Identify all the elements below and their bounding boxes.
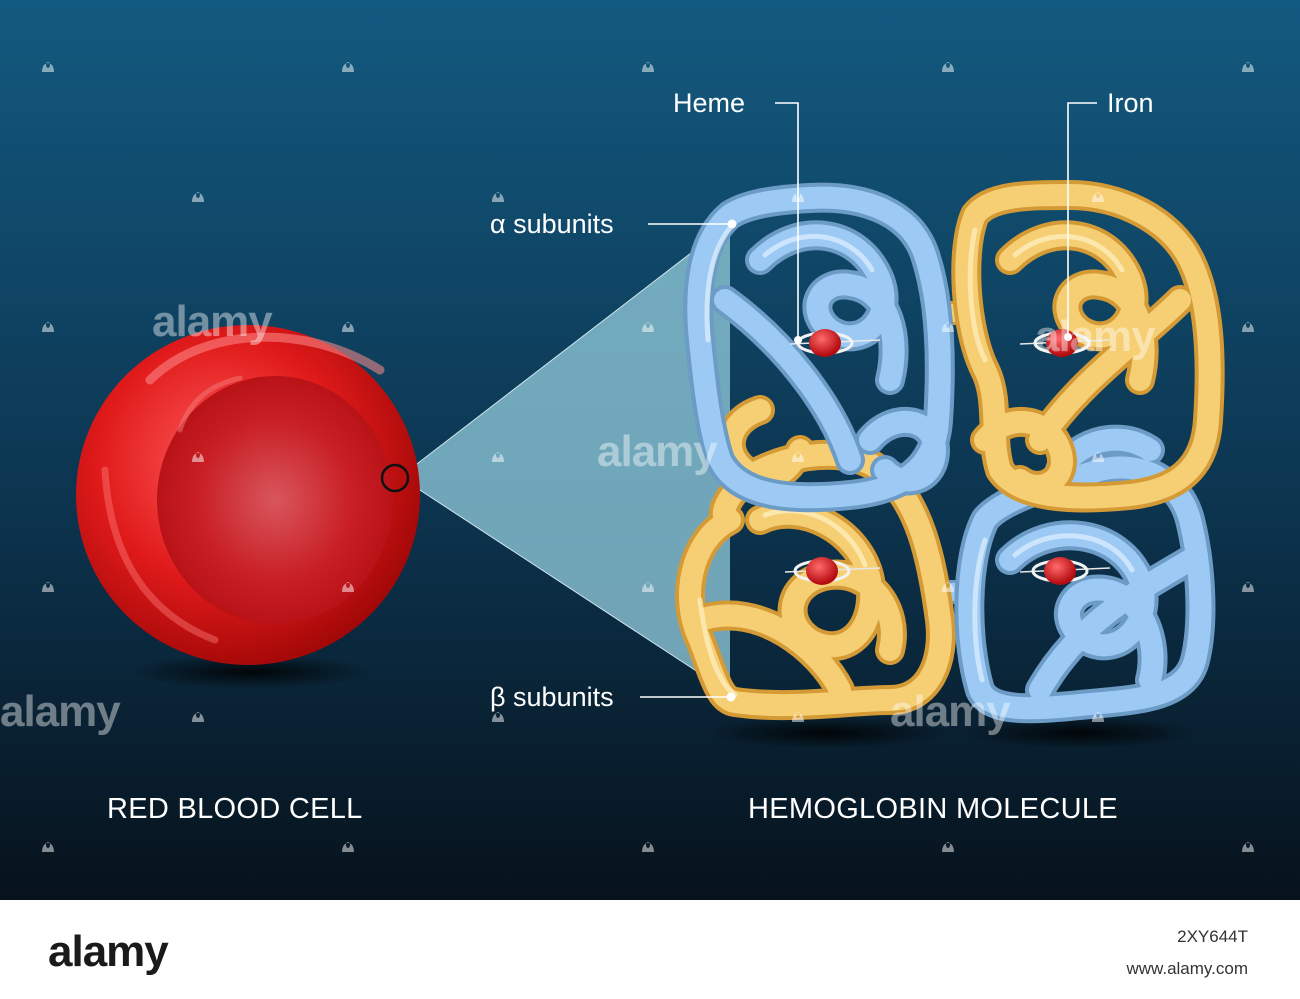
zoom-edge-top <box>399 222 731 478</box>
watermark-text-1: alamy <box>152 297 273 346</box>
watermark-glyph <box>1092 192 1104 202</box>
alpha-subunit-bottom-right <box>954 424 1216 724</box>
watermark-glyph <box>1242 842 1254 852</box>
watermark-glyphs <box>42 62 1254 852</box>
zoom-edge-bottom <box>399 476 731 694</box>
watermark-glyph <box>942 322 954 332</box>
watermark-footer <box>0 900 1300 999</box>
watermark-glyph <box>42 842 54 852</box>
watermark-glyph <box>42 62 54 72</box>
alamy-logo: alamy <box>48 927 169 976</box>
heme-group-bottom-left <box>784 557 881 585</box>
watermark-glyph <box>492 712 504 722</box>
watermark-glyph <box>342 582 354 592</box>
watermark-text-3: alamy <box>0 687 121 736</box>
watermark-glyph <box>642 842 654 852</box>
watermark-glyph <box>642 582 654 592</box>
watermark-glyph <box>792 192 804 202</box>
site-url: www.alamy.com <box>1126 959 1248 978</box>
watermark-glyph <box>1092 452 1104 462</box>
watermark-glyph <box>1242 62 1254 72</box>
watermark-glyph <box>42 582 54 592</box>
watermark-text-2: alamy <box>597 427 718 476</box>
watermark-glyph <box>942 842 954 852</box>
watermark-text-5: alamy <box>890 687 1011 736</box>
heme-label: Heme <box>673 88 746 118</box>
watermark-glyph <box>342 842 354 852</box>
zoom-marker <box>380 463 410 493</box>
red-blood-cell-caption: RED BLOOD CELL <box>107 793 363 825</box>
molecule-shadow-left <box>706 717 946 749</box>
image-id: 2XY644T <box>1177 927 1248 946</box>
cell-shadow <box>128 655 372 689</box>
watermark-glyph <box>342 322 354 332</box>
alpha-subunits-label: α subunits <box>490 209 614 239</box>
watermark-glyph <box>642 322 654 332</box>
watermark-glyph <box>942 62 954 72</box>
watermark-glyph <box>792 712 804 722</box>
watermark-glyph <box>192 712 204 722</box>
scene <box>0 0 1300 900</box>
watermark-glyph <box>342 62 354 72</box>
watermark-glyph <box>942 582 954 592</box>
watermark-glyph <box>192 192 204 202</box>
beta-subunits-label: β subunits <box>490 682 614 712</box>
molecule-shadow-right <box>962 717 1198 749</box>
heme-group-bottom-right <box>1019 557 1111 585</box>
hemoglobin-molecule-caption: HEMOGLOBIN MOLECULE <box>748 793 1118 825</box>
watermark-glyph <box>1242 582 1254 592</box>
red-blood-cell <box>76 325 420 665</box>
iron-leader-line <box>1067 102 1097 337</box>
zoom-cone <box>400 223 730 693</box>
iron-label: Iron <box>1107 88 1154 118</box>
watermark-glyph <box>1092 712 1104 722</box>
watermark-glyph <box>792 452 804 462</box>
heme-leader-line <box>775 102 799 340</box>
watermark-glyph <box>642 62 654 72</box>
watermark-glyph <box>192 452 204 462</box>
watermark-glyph <box>1242 322 1254 332</box>
watermark-glyph <box>492 192 504 202</box>
watermark-glyph <box>42 322 54 332</box>
alpha-subunit-top-left <box>683 182 955 513</box>
leader-lines <box>640 102 1097 702</box>
watermark-text-4: alamy <box>1035 312 1156 361</box>
watermark-glyph <box>492 452 504 462</box>
